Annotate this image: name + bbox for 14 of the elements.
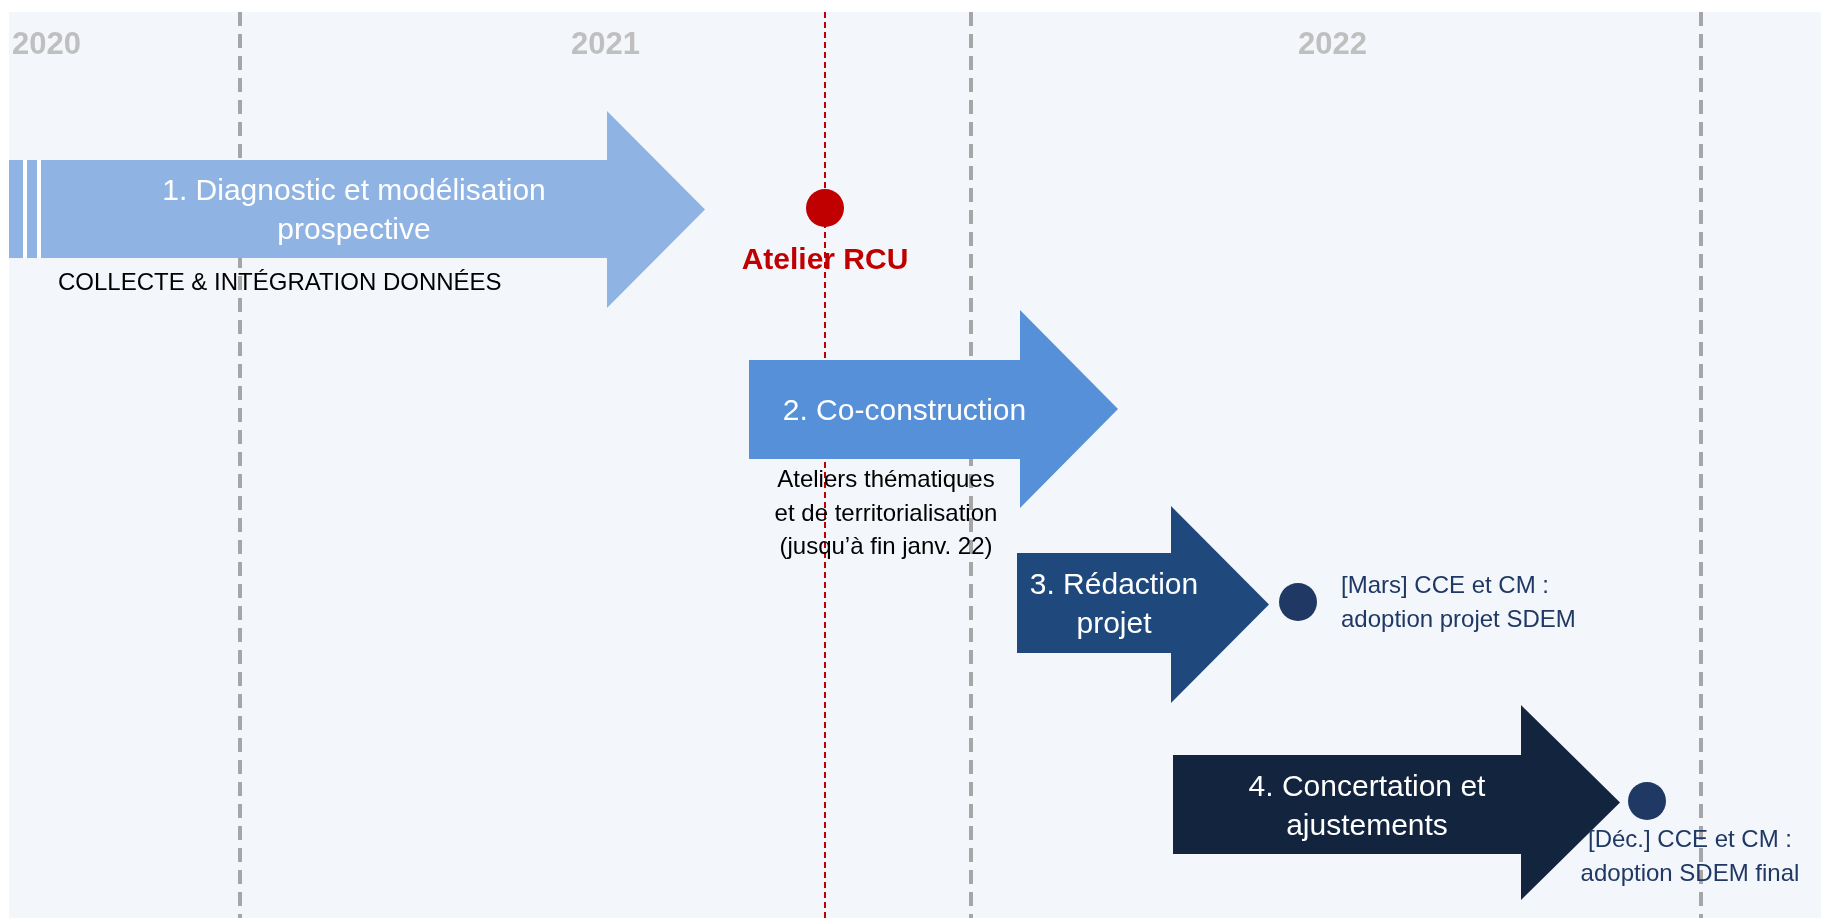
phase-note: [Mars] CCE et CM : adoption projet SDEM (1341, 570, 1577, 634)
phase-note: [Déc.] CCE et CM : adoption SDEM final (1579, 824, 1801, 888)
phase-title: 1. Diagnostic et modélisation prospective (161, 172, 547, 247)
phase-title: 3. Rédaction projet (1028, 566, 1200, 641)
year-label: 2022 (1298, 26, 1367, 62)
phase-title: 4. Concertation et ajustements (1247, 767, 1487, 843)
year-label: 2020 (12, 26, 81, 62)
phase-note: Ateliers thématiques et de territorialisation (jusqu’à fin janv. 22) (773, 464, 999, 562)
phase-note: COLLECTE & INTÉGRATION DONNÉES (58, 267, 502, 297)
phase-banner (9, 111, 705, 308)
phase-note: Atelier RCU (740, 241, 910, 277)
phase-banner (1017, 506, 1269, 703)
year-label: 2021 (571, 26, 640, 62)
phase-title: 2. Co-construction (781, 392, 1028, 428)
